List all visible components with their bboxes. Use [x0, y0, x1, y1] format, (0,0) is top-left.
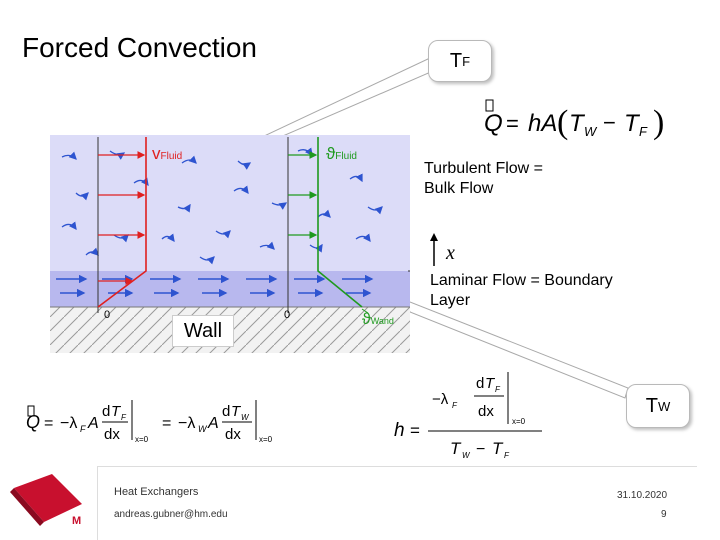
temperature-profile	[317, 137, 363, 308]
svg-text:T: T	[450, 439, 462, 458]
svg-text:−λ: −λ	[60, 415, 77, 432]
svg-text:=: =	[506, 111, 519, 136]
fourier-equation: Q = −λ F A d T F dx x=0 = −λ W A d T W d…	[26, 400, 273, 444]
turbulent-region	[50, 135, 410, 271]
footer-page-number: 9	[661, 509, 667, 520]
svg-text:W: W	[198, 424, 208, 434]
svg-text:Q: Q	[484, 110, 503, 137]
laminar-line-1: Laminar Flow = Boundary	[430, 272, 613, 289]
velocity-profile	[97, 137, 147, 308]
svg-text:W: W	[241, 413, 250, 422]
svg-text:A: A	[207, 415, 219, 432]
laminar-region	[50, 271, 410, 307]
svg-text:F: F	[121, 413, 127, 422]
svg-text:hA: hA	[528, 110, 557, 137]
footer-date: 31.10.2020	[617, 490, 668, 501]
footer-title: Heat Exchangers	[114, 486, 199, 498]
svg-text:T: T	[111, 403, 122, 420]
laminar-flow-text: Laminar Flow = Boundary Layer	[430, 271, 613, 311]
tf-subscript: F	[462, 53, 471, 69]
svg-text:W: W	[462, 451, 471, 460]
x-axis-label: x	[446, 242, 455, 264]
laminar-line-2: Layer	[430, 292, 471, 309]
theta-wand-subscript: Wand	[370, 316, 394, 326]
theta-fluid-subscript: Fluid	[335, 151, 357, 162]
tf-symbol: T	[449, 49, 463, 72]
svg-text:x=0: x=0	[135, 435, 149, 444]
heat-coefficient-equation: h = −λ F d T F dx x=0 T W − T F	[394, 372, 542, 460]
zero-label-right: 0	[284, 309, 291, 321]
v-fluid-subscript: Fluid	[160, 151, 183, 162]
svg-text:d: d	[476, 375, 484, 392]
university-logo-icon: M	[10, 474, 82, 526]
svg-text:F: F	[495, 385, 501, 394]
svg-text:−λ: −λ	[432, 391, 449, 408]
turbulent-line-1: Turbulent Flow =	[424, 160, 544, 177]
svg-text:−λ: −λ	[178, 415, 195, 432]
svg-text:T: T	[231, 403, 242, 420]
svg-text:F: F	[80, 424, 86, 434]
footer-email: andreas.gubner@hm.edu	[114, 509, 228, 520]
theta-fluid-label: ϑFluid	[326, 144, 357, 164]
svg-text:=: =	[162, 415, 171, 432]
v-fluid-label: vFluid	[152, 144, 182, 164]
svg-text:F: F	[504, 451, 510, 460]
heat-transfer-equation: Q = hA ( T W − T F )	[484, 99, 664, 141]
tw-subscript: W	[657, 398, 671, 414]
svg-text:h: h	[394, 420, 405, 441]
svg-text:=: =	[410, 421, 420, 440]
svg-text:Q: Q	[26, 412, 40, 432]
footer-vertical-divider	[97, 466, 98, 540]
svg-text:A: A	[87, 415, 99, 432]
turbulent-arrows	[61, 147, 383, 265]
svg-text:(: (	[557, 104, 568, 141]
turbulent-flow-text: Turbulent Flow = Bulk Flow	[424, 159, 543, 199]
v-fluid-symbol: v	[152, 144, 161, 163]
svg-text:x=0: x=0	[259, 435, 273, 444]
svg-text:d: d	[222, 403, 230, 420]
svg-text:T: T	[569, 110, 586, 137]
svg-text:dx: dx	[478, 403, 494, 420]
theta-wand-symbol: ϑ	[362, 311, 371, 328]
svg-text:dx: dx	[225, 426, 241, 443]
svg-text:d: d	[102, 403, 110, 420]
svg-text:T: T	[624, 110, 641, 137]
svg-text:−: −	[476, 441, 485, 458]
svg-text:T: T	[485, 375, 496, 392]
svg-text:dx: dx	[104, 426, 120, 443]
turbulent-line-2: Bulk Flow	[424, 180, 494, 197]
footer-divider	[97, 466, 697, 467]
x-axis-arrow-icon	[430, 233, 438, 266]
theta-wand-label: ϑWand	[362, 311, 394, 329]
tw-symbol: T	[645, 394, 658, 417]
wall-label: Wall	[172, 315, 234, 347]
svg-text:F: F	[452, 401, 458, 410]
svg-text:=: =	[44, 415, 53, 432]
svg-text:−: −	[603, 110, 616, 135]
zero-label-left: 0	[104, 309, 111, 321]
svg-text:x=0: x=0	[512, 417, 526, 426]
page-title: Forced Convection	[22, 32, 258, 63]
svg-text:W: W	[584, 124, 598, 139]
svg-text:): )	[653, 104, 664, 141]
theta-fluid-symbol: ϑ	[326, 144, 336, 163]
svg-text:T: T	[492, 439, 504, 458]
svg-text:F: F	[639, 124, 648, 139]
svg-text:M: M	[72, 515, 81, 526]
